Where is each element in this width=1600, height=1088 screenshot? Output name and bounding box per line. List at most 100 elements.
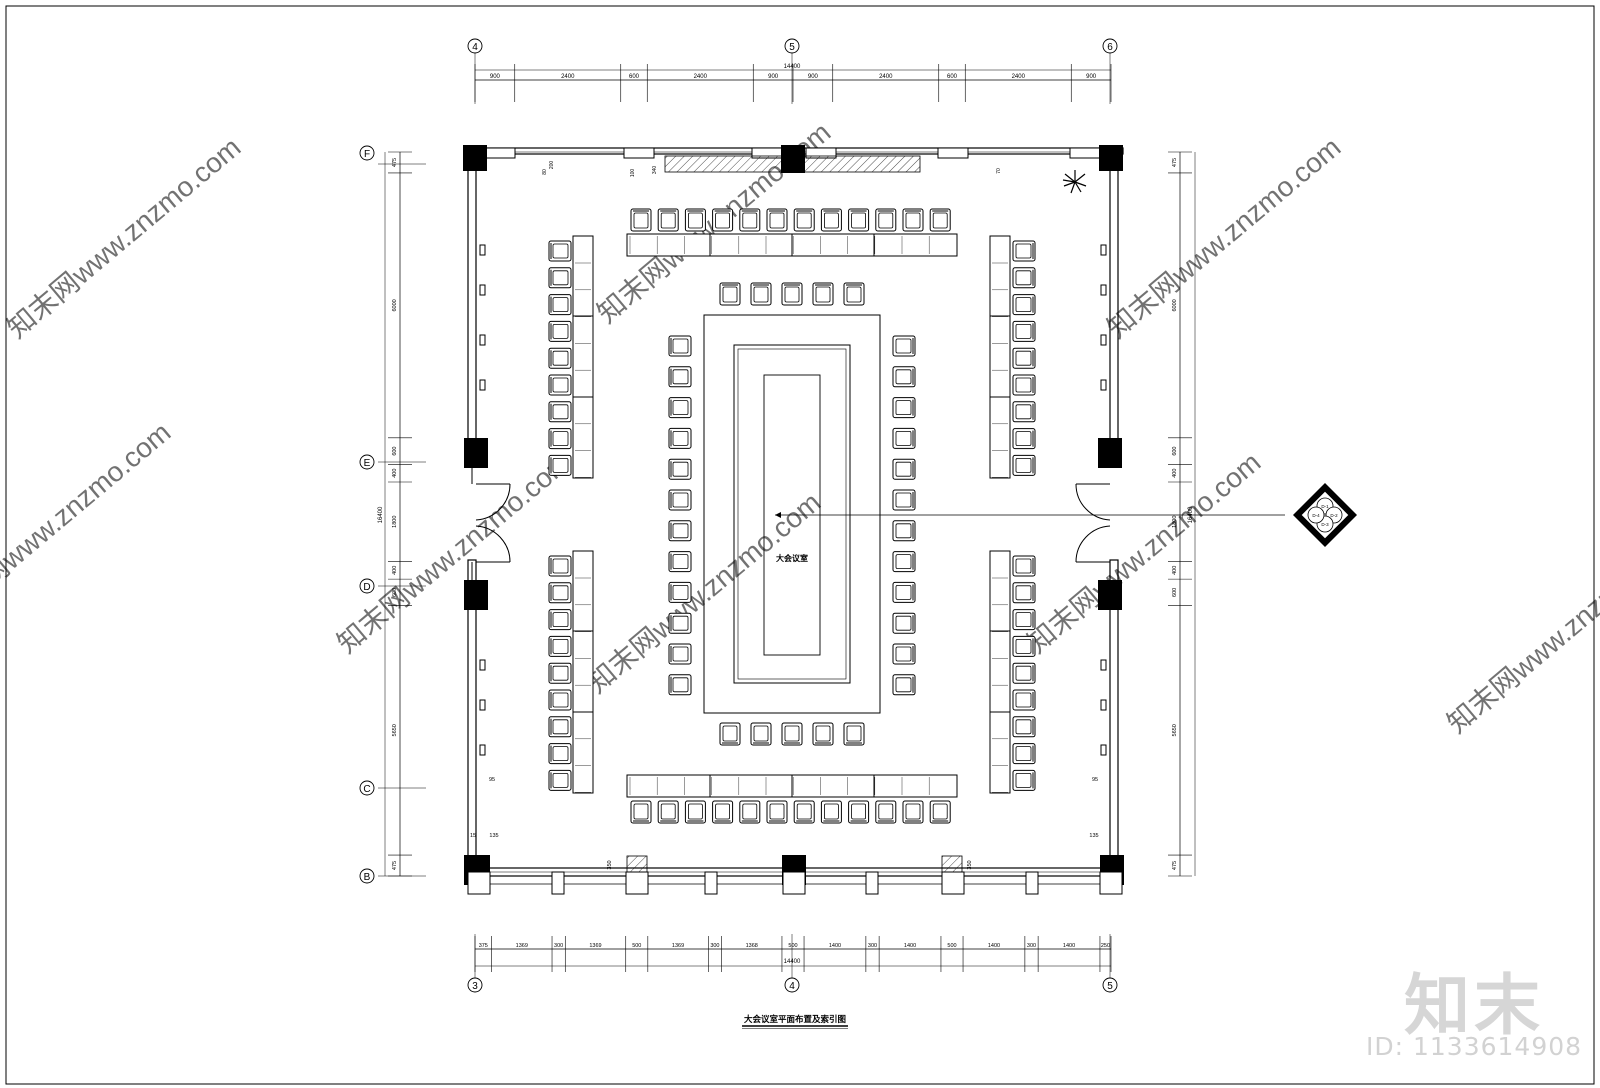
- watermark-text: 知末网www.znzmo.com: [331, 446, 576, 659]
- chair-left-lower-column: [548, 609, 572, 631]
- chair-left-lower-column: [548, 662, 572, 684]
- watermark-text: 知末网www.znzmo.com: [0, 416, 176, 629]
- top-total-label: 14400: [784, 64, 801, 70]
- left-dimension-label: 400: [392, 469, 398, 478]
- detail-dimension-label: 70: [996, 168, 1002, 174]
- bottom-dimension-label: 500: [788, 943, 797, 949]
- right-dimension-label: 400: [1172, 566, 1178, 575]
- axis-label: 3: [472, 981, 478, 992]
- building-walls: [463, 145, 1124, 895]
- chair-table-left: [668, 674, 692, 696]
- left-dimension-label: 6000: [392, 299, 398, 311]
- desk-column-left-lower: [572, 550, 594, 794]
- chair-right-lower-column: [1012, 582, 1036, 604]
- chair-right-upper-column: [1012, 240, 1036, 262]
- chair-left-upper-column: [548, 240, 572, 262]
- axis-label: 5: [1107, 981, 1113, 992]
- left-dimension-label: 600: [392, 446, 398, 455]
- chair-top-row: [684, 208, 706, 232]
- detail-dimension-label: 80: [542, 169, 548, 175]
- chair-top-row: [848, 208, 870, 232]
- desk-column-right-lower: [989, 550, 1011, 794]
- chair-left-upper-column: [548, 428, 572, 450]
- axis-bubble: [359, 780, 375, 796]
- chair-top-row: [739, 208, 761, 232]
- chair-table-left: [668, 551, 692, 573]
- chair-top-row: [712, 208, 734, 232]
- chair-bottom-row: [712, 800, 734, 824]
- index-label-2: D-2: [1330, 513, 1338, 518]
- chair-table-left: [668, 581, 692, 603]
- drawing-caption: 大会议室平面布置及索引图: [744, 1014, 846, 1024]
- chair-table-bottom: [719, 722, 741, 746]
- room-label: 大会议室: [776, 553, 808, 563]
- top-dimension-label: 900: [490, 74, 501, 80]
- top-dimension-label: 900: [768, 74, 779, 80]
- right-dimension-label: 475: [1172, 861, 1178, 870]
- chair-table-right: [892, 366, 916, 388]
- chair-bottom-row: [929, 800, 951, 824]
- axis-label: D: [363, 582, 370, 593]
- chair-bottom-row: [630, 800, 652, 824]
- top-dimension-label: 2400: [879, 74, 893, 80]
- chair-right-upper-column: [1012, 374, 1036, 396]
- index-label-1: D-1: [1321, 504, 1329, 509]
- chair-right-upper-column: [1012, 294, 1036, 316]
- top-dimension-label: 2400: [1012, 74, 1026, 80]
- chair-left-upper-column: [548, 454, 572, 476]
- chair-right-upper-column: [1012, 267, 1036, 289]
- axis-label: C: [363, 784, 370, 795]
- right-dimension-label: 600: [1172, 446, 1178, 455]
- column-f6: [1099, 145, 1123, 171]
- bottom-total-label: 14400: [784, 959, 801, 965]
- chair-left-upper-column: [548, 267, 572, 289]
- chair-table-bottom: [781, 722, 803, 746]
- chair-top-row: [875, 208, 897, 232]
- chair-right-upper-column: [1012, 428, 1036, 450]
- detail-dimension-label: 135: [1089, 833, 1098, 839]
- chair-left-lower-column: [548, 689, 572, 711]
- chair-table-left: [668, 427, 692, 449]
- chair-bottom-row: [902, 800, 924, 824]
- chair-left-lower-column: [548, 716, 572, 738]
- bottom-dimension-label: 250: [1101, 943, 1110, 949]
- sheet-frame: [5, 5, 1595, 1085]
- desk-column-right-upper: [989, 235, 1011, 479]
- axis-bubble: [359, 145, 375, 161]
- watermark-text: 知末网www.znzmo.com: [1441, 526, 1600, 739]
- chair-table-left: [668, 397, 692, 419]
- bottom-dimension-label: 300: [868, 943, 877, 949]
- chair-table-bottom: [812, 722, 834, 746]
- left-dimension-label: 5650: [392, 724, 398, 736]
- chair-left-upper-column: [548, 347, 572, 369]
- chair-left-lower-column: [548, 555, 572, 577]
- detail-dimension-label: 200: [549, 161, 555, 170]
- axis-label: 4: [472, 42, 478, 53]
- chair-table-top: [843, 282, 865, 306]
- desk-column-left-upper: [572, 235, 594, 479]
- seating-layout: [548, 208, 1036, 824]
- chair-bottom-row: [848, 800, 870, 824]
- chair-table-right: [892, 643, 916, 665]
- index-pointer: [775, 512, 1285, 518]
- top-dimension-label: 600: [629, 74, 640, 80]
- chair-bottom-row: [684, 800, 706, 824]
- chair-table-right: [892, 397, 916, 419]
- detail-dimension-label: 340: [652, 166, 658, 175]
- watermark-text: 知末网www.znzmo.com: [1021, 446, 1266, 659]
- chair-table-top: [781, 282, 803, 306]
- watermark-text: 知末网www.znzmo.com: [1101, 131, 1346, 344]
- chair-bottom-row: [793, 800, 815, 824]
- chair-right-lower-column: [1012, 662, 1036, 684]
- index-label-3: D-3: [1321, 522, 1329, 527]
- chair-right-lower-column: [1012, 635, 1036, 657]
- chair-bottom-row: [739, 800, 761, 824]
- chair-table-left: [668, 612, 692, 634]
- axis-label: F: [364, 149, 370, 160]
- chair-table-bottom: [750, 722, 772, 746]
- left-dimension-label: 600: [392, 588, 398, 597]
- detail-dimension-label: 95: [1092, 777, 1098, 783]
- column-e: [464, 438, 488, 468]
